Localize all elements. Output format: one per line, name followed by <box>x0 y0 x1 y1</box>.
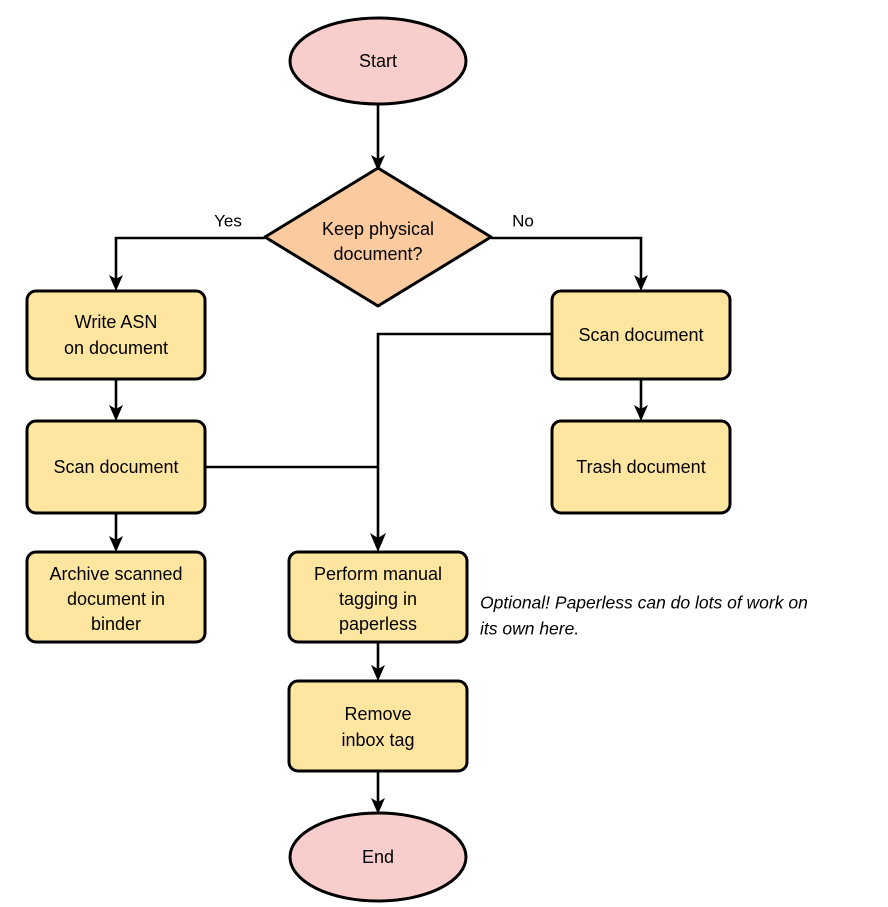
archive-binder-label-line1: Archive scanned <box>49 564 182 584</box>
node-manual-tagging[interactable]: Perform manual tagging in paperless <box>287 550 469 644</box>
edge-label-layer: Yes No <box>214 211 534 230</box>
write-asn-label-line1: Write ASN <box>75 312 158 332</box>
node-archive-binder[interactable]: Archive scanned document in binder <box>25 550 207 644</box>
start-label: Start <box>359 51 397 71</box>
scan-document-right-label: Scan document <box>578 325 703 345</box>
decision-label-line1: Keep physical <box>322 219 434 239</box>
edge-decision-yes <box>109 236 265 291</box>
archive-binder-box[interactable] <box>25 550 207 644</box>
decision-diamond[interactable] <box>263 166 493 308</box>
optional-note-line2: its own here. <box>480 619 579 639</box>
node-write-asn[interactable]: Write ASN on document <box>25 289 207 381</box>
node-end[interactable]: End <box>288 811 468 903</box>
edge-scan-right-to-trash <box>634 379 648 421</box>
write-asn-box[interactable] <box>25 289 207 381</box>
remove-inbox-label-line1: Remove <box>344 704 411 724</box>
remove-inbox-tag-box[interactable] <box>287 679 469 773</box>
edge-label-yes: Yes <box>214 211 242 230</box>
scan-document-left-label: Scan document <box>53 457 178 477</box>
edge-write-asn-to-scan-left <box>109 379 123 421</box>
manual-tagging-label-line2: tagging in <box>339 589 417 609</box>
node-remove-inbox-tag[interactable]: Remove inbox tag <box>287 679 469 773</box>
node-scan-document-left[interactable]: Scan document <box>25 419 207 515</box>
manual-tagging-label-line3: paperless <box>339 614 417 634</box>
write-asn-label-line2: on document <box>64 338 168 358</box>
node-decision-keep-physical-document[interactable]: Keep physical document? <box>263 166 493 308</box>
manual-tagging-box[interactable] <box>287 550 469 644</box>
edge-scan-right-to-tagging <box>370 332 552 552</box>
edge-tagging-to-remove-inbox <box>371 642 385 681</box>
manual-tagging-label-line1: Perform manual <box>314 564 442 584</box>
start-ellipse[interactable] <box>288 16 468 106</box>
node-layer: Start Keep physical document? Write ASN … <box>25 16 732 903</box>
trash-document-label: Trash document <box>576 457 705 477</box>
node-start[interactable]: Start <box>288 16 468 106</box>
optional-note: Optional! Paperless can do lots of work … <box>480 593 808 639</box>
scan-document-right-box[interactable] <box>550 289 732 381</box>
edge-layer <box>109 104 648 814</box>
remove-inbox-label-line2: inbox tag <box>341 730 414 750</box>
node-scan-document-right[interactable]: Scan document <box>550 289 732 381</box>
end-ellipse[interactable] <box>288 811 468 903</box>
decision-label-line2: document? <box>333 244 422 264</box>
scan-document-left-box[interactable] <box>25 419 207 515</box>
edge-remove-inbox-to-end <box>371 771 385 814</box>
edge-start-to-decision <box>371 104 385 171</box>
end-label: End <box>362 847 394 867</box>
trash-document-box[interactable] <box>550 419 732 515</box>
edge-decision-no <box>491 236 648 291</box>
optional-note-line1: Optional! Paperless can do lots of work … <box>480 593 808 613</box>
edge-scan-left-to-archive <box>109 513 123 552</box>
archive-binder-label-line2: document in <box>67 589 165 609</box>
node-trash-document[interactable]: Trash document <box>550 419 732 515</box>
edge-label-no: No <box>512 211 534 230</box>
archive-binder-label-line3: binder <box>91 614 141 634</box>
